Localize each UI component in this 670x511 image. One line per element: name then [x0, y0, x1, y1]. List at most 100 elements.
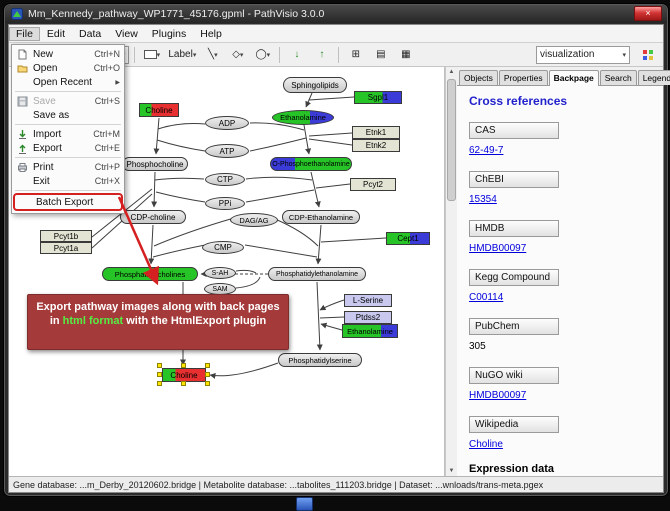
node-o-phosphoethanolamine[interactable]: O-Phosphoethanolamine — [270, 157, 352, 171]
node-pcyt2[interactable]: Pcyt2 — [350, 178, 396, 191]
tab-search[interactable]: Search — [599, 70, 637, 85]
annotation-highlight: html format — [62, 315, 124, 328]
close-button[interactable]: × — [634, 6, 662, 21]
status-bar: Gene database: ...m_Derby_20120602.bridg… — [9, 476, 663, 492]
node-sgpl1[interactable]: Sgpl1 — [354, 91, 402, 104]
node-ethanolamine[interactable]: Ethanolamine — [272, 110, 334, 125]
selection-handle[interactable] — [157, 372, 162, 377]
node-phosphocholine[interactable]: Phosphocholine — [122, 157, 188, 171]
app-icon — [11, 8, 23, 20]
shape-tool-button[interactable]: ◇ ▾ — [226, 45, 249, 64]
selection-handle[interactable] — [157, 381, 162, 386]
xref-link[interactable]: 62-49-7 — [469, 145, 504, 156]
selection-handle[interactable] — [157, 363, 162, 368]
line-tool-button[interactable]: ╲ ▾ — [201, 45, 224, 64]
node-phosphatidylserine[interactable]: Phosphatidylserine — [278, 353, 362, 367]
menu-item-open-recent[interactable]: Open Recent ▶ — [12, 75, 124, 89]
chevron-down-icon: ▾ — [156, 51, 161, 59]
menu-item-batch-export[interactable]: Batch Export — [13, 193, 123, 211]
tab-backpage[interactable]: Backpage — [548, 70, 599, 86]
menu-item-print[interactable]: Print Ctrl+P — [12, 160, 124, 174]
tab-properties[interactable]: Properties — [498, 70, 548, 85]
menu-item-exit[interactable]: Exit Ctrl+X — [12, 174, 124, 188]
label-tool-button[interactable]: Label ▾ — [165, 45, 199, 64]
selection-handle[interactable] — [205, 381, 210, 386]
toolbar-separator — [279, 46, 281, 63]
node-phosphatidylcholines[interactable]: Phosphatidylcholines — [102, 267, 198, 281]
scroll-up-icon[interactable]: ▲ — [448, 69, 455, 75]
tab-legend[interactable]: Legend — [637, 70, 670, 85]
selection-handle[interactable] — [205, 372, 210, 377]
export-button[interactable]: ↑ — [310, 45, 333, 64]
node-sam[interactable]: SAM — [204, 283, 236, 295]
node-choline-selected[interactable]: Choline — [162, 368, 206, 382]
menu-item-label: Save as — [33, 109, 70, 121]
node-choline[interactable]: Choline — [139, 103, 179, 117]
open-folder-icon — [17, 65, 28, 72]
app-window: Mm_Kennedy_pathway_WP1771_45176.gpml - P… — [3, 3, 670, 497]
selection-handle[interactable] — [181, 363, 186, 368]
menu-view[interactable]: View — [115, 27, 138, 40]
visualization-settings-button[interactable] — [636, 45, 659, 64]
align-button[interactable]: ⊞ — [344, 45, 367, 64]
node-cdp-choline[interactable]: CDP-choline — [120, 210, 186, 224]
menu-separator — [15, 157, 121, 158]
ellipse-tool-button[interactable]: ◯ ▾ — [251, 45, 274, 64]
menu-item-save-as[interactable]: Save as — [12, 108, 124, 122]
xref-link[interactable]: Choline — [469, 439, 503, 450]
chevron-down-icon: ▾ — [266, 51, 271, 59]
annotation-text: with the HtmlExport plugin — [123, 315, 267, 328]
menu-separator — [15, 190, 121, 191]
node-pcyt1b[interactable]: Pcyt1b — [40, 230, 92, 242]
menu-edit[interactable]: Edit — [46, 27, 66, 40]
visualization-select[interactable]: visualization ▾ — [536, 45, 630, 64]
xref-link[interactable]: HMDB00097 — [469, 390, 527, 401]
geneproduct-tool-button[interactable]: ▾ — [140, 45, 163, 64]
menu-item-open[interactable]: Open Ctrl+O — [12, 61, 124, 75]
node-pcyt1a[interactable]: Pcyt1a — [40, 242, 92, 254]
node-cdp-ethanolamine[interactable]: CDP-Ethanolamine — [282, 210, 360, 224]
menu-plugins[interactable]: Plugins — [151, 27, 187, 40]
node-etnk2[interactable]: Etnk2 — [352, 139, 400, 152]
node-sah[interactable]: S-AH — [204, 267, 236, 279]
canvas-scrollbar[interactable]: ▲ ▼ — [445, 67, 457, 476]
node-cmp[interactable]: CMP — [202, 241, 244, 254]
menu-help[interactable]: Help — [200, 27, 222, 40]
node-phosphatidylethanolamine[interactable]: Phosphatidylethanolamine — [268, 267, 366, 281]
selection-handle[interactable] — [181, 381, 186, 386]
menu-data[interactable]: Data — [79, 27, 102, 40]
stack-button[interactable]: ▤ — [369, 45, 392, 64]
node-atp[interactable]: ATP — [205, 144, 249, 158]
menu-item-new[interactable]: New Ctrl+N — [12, 47, 124, 61]
node-ethanolamine-2[interactable]: Ethanolamine — [342, 324, 398, 338]
menu-item-label: Import — [33, 128, 62, 140]
xref-header: HMDB — [469, 220, 559, 237]
xref-link[interactable]: C00114 — [469, 292, 504, 303]
menu-item-import[interactable]: Import Ctrl+M — [12, 127, 124, 141]
scrollbar-thumb[interactable] — [447, 79, 456, 201]
selection-handle[interactable] — [205, 363, 210, 368]
menu-file[interactable]: File — [9, 26, 40, 41]
node-sphingolipids[interactable]: Sphingolipids — [283, 77, 347, 93]
node-cept1[interactable]: Cept1 — [386, 232, 430, 245]
annotation-callout: Export pathway images along with back pa… — [27, 294, 289, 350]
node-l-serine[interactable]: L-Serine — [344, 294, 392, 307]
xref-section-pubchem: PubChem 305 — [469, 316, 663, 352]
tab-objects[interactable]: Objects — [459, 70, 498, 85]
node-etnk1[interactable]: Etnk1 — [352, 126, 400, 139]
node-ctp[interactable]: CTP — [205, 173, 245, 186]
import-button[interactable]: ↓ — [285, 45, 308, 64]
xref-link[interactable]: HMDB00097 — [469, 243, 527, 254]
xref-header: CAS — [469, 122, 559, 139]
node-ptdss2[interactable]: Ptdss2 — [344, 311, 392, 324]
node-adp[interactable]: ADP — [205, 116, 249, 130]
ellipse-tool-icon: ◯ — [255, 48, 267, 60]
node-dag[interactable]: DAG/AG — [230, 213, 278, 227]
xref-link[interactable]: 15354 — [469, 194, 497, 205]
menu-item-export[interactable]: Export Ctrl+E — [12, 141, 124, 155]
menu-item-save: Save Ctrl+S — [12, 94, 124, 108]
node-ppi[interactable]: PPi — [205, 197, 245, 210]
xref-header: Wikipedia — [469, 416, 559, 433]
distribute-button[interactable]: ▦ — [394, 45, 417, 64]
scroll-down-icon[interactable]: ▼ — [448, 468, 455, 474]
